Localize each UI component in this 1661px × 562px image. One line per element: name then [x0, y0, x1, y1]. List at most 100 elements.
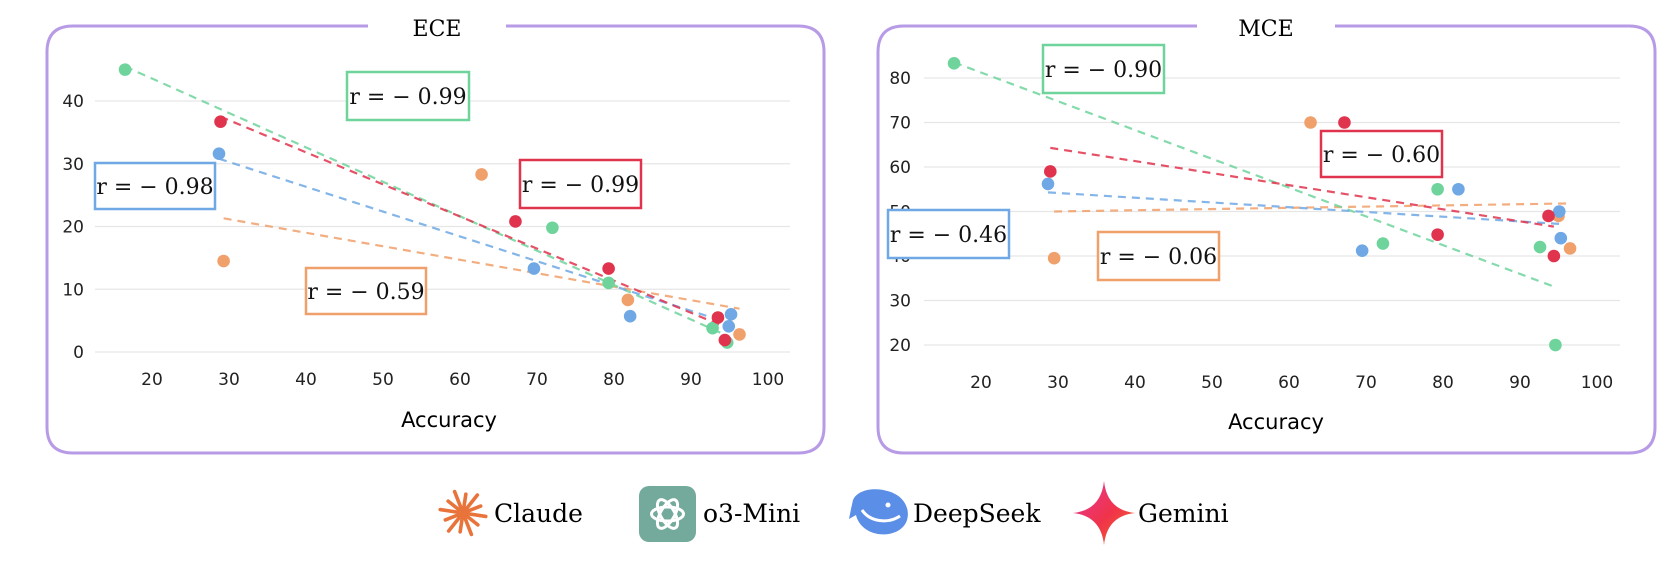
ece-fit-line-o3-mini: [124, 65, 728, 337]
mce-point-deepseek: [1554, 231, 1568, 245]
ece-y-tick-label: 20: [62, 218, 84, 238]
ece-r-box-o3-mini: r = − 0.99: [345, 70, 471, 122]
mce-point-o3-mini: [947, 57, 961, 70]
mce-x-tick-label: 50: [1201, 373, 1223, 393]
mce-point-deepseek: [1355, 244, 1369, 257]
mce-panel-frame: [876, 24, 1657, 455]
mce-r-value-o3-mini: r = − 0.90: [1045, 58, 1162, 83]
mce-x-tick-label: 20: [970, 373, 992, 393]
mce-fit-line-deepseek: [1047, 191, 1561, 226]
ece-chart-title: ECE: [413, 17, 462, 42]
mce-y-tick-label: 70: [889, 114, 911, 134]
ece-point-deepseek: [724, 308, 738, 321]
mce-y-tick-label: 20: [889, 336, 911, 356]
ece-point-deepseek: [527, 262, 541, 275]
mce-fit-lines: [953, 61, 1567, 289]
mce-x-axis-label: Accuracy: [1228, 410, 1324, 434]
ece-point-claude: [733, 328, 746, 341]
ece-x-tick-label: 50: [372, 370, 394, 390]
ece-fit-line-claude: [223, 217, 740, 310]
mce-x-tick-label: 80: [1432, 373, 1454, 393]
mce-r-box-gemini: r = − 0.60: [1319, 129, 1444, 179]
ece-point-claude: [475, 168, 488, 181]
ece-x-tick-label: 80: [603, 370, 625, 390]
mce-point-gemini: [1542, 209, 1555, 223]
mce-r-value-deepseek: r = − 0.46: [890, 223, 1007, 248]
ece-point-deepseek: [212, 147, 226, 161]
legend-label-claude: Claude: [494, 499, 583, 528]
ece-point-claude: [217, 254, 230, 268]
ece-point-gemini: [509, 215, 522, 228]
ece-x-tick-label: 20: [141, 370, 163, 390]
mce-point-o3-mini: [1533, 240, 1547, 254]
ece-panel-frame: [45, 24, 826, 455]
mce-point-o3-mini: [1549, 338, 1562, 352]
ece-r-value-deepseek: r = − 0.98: [96, 175, 213, 200]
ece-r-value-o3-mini: r = − 0.99: [349, 85, 466, 110]
ece-point-gemini: [602, 262, 615, 275]
ece-point-claude: [621, 293, 635, 307]
ece-x-tick-label: 70: [526, 370, 548, 390]
ece-point-deepseek: [722, 319, 736, 333]
mce-point-deepseek: [1041, 177, 1055, 191]
ece-point-o3-mini: [602, 276, 615, 290]
ece-point-gemini: [718, 333, 732, 347]
mce-fit-line-o3-mini: [953, 61, 1556, 289]
mce-r-box-o3-mini: r = − 0.90: [1041, 43, 1166, 95]
ece-points: [118, 63, 746, 349]
mce-fit-line-gemini: [1050, 146, 1555, 228]
mce-chart-title: MCE: [1238, 17, 1293, 42]
mce-x-tick-label: 70: [1355, 373, 1377, 393]
ece-x-tick-label: 40: [295, 370, 317, 390]
legend: Claude o3-Mini DeepSeek: [438, 481, 1229, 545]
mce-correlation-boxes: r = − 0.06 r = − 0.90 r = − 0.46 r = − 0.60: [886, 43, 1444, 282]
mce-point-gemini: [1044, 165, 1057, 178]
ece-y-tick-label: 40: [62, 92, 84, 112]
deepseek-whale-icon: [849, 489, 908, 535]
mce-x-tick-label: 90: [1509, 373, 1531, 393]
mce-x-tick-label: 60: [1278, 373, 1300, 393]
ece-point-deepseek: [623, 309, 637, 323]
mce-points: [947, 57, 1577, 352]
ece-point-o3-mini: [706, 321, 719, 335]
claude-starburst-icon: [438, 489, 488, 537]
mce-y-tick-label: 60: [889, 158, 911, 178]
ece-point-gemini: [711, 311, 725, 324]
mce-y-tick-label: 80: [889, 69, 911, 89]
openai-knot-icon: [639, 486, 696, 542]
mce-point-deepseek: [1552, 205, 1566, 218]
ece-r-box-claude: r = − 0.59: [304, 266, 428, 316]
legend-label-o3-mini: o3-Mini: [703, 499, 800, 528]
gemini-sparkle-icon: [1073, 481, 1135, 545]
ece-x-tick-label: 30: [218, 370, 240, 390]
ece-fit-lines: [124, 65, 740, 337]
mce-x-tick-label: 100: [1581, 373, 1613, 393]
mce-r-value-gemini: r = − 0.60: [1323, 143, 1440, 168]
ece-r-value-claude: r = − 0.59: [307, 280, 424, 305]
mce-point-gemini: [1431, 228, 1444, 241]
mce-x-tick-label: 40: [1124, 373, 1146, 393]
legend-label-deepseek: DeepSeek: [913, 499, 1041, 528]
mce-point-o3-mini: [1376, 237, 1390, 250]
ece-grid: [95, 100, 790, 353]
ece-point-o3-mini: [546, 221, 559, 235]
mce-point-deepseek: [1452, 182, 1465, 196]
mce-point-gemini: [1547, 249, 1561, 263]
ece-x-tick-label: 60: [449, 370, 471, 390]
ece-point-o3-mini: [118, 63, 132, 76]
ece-y-tick-label: 10: [62, 280, 84, 300]
ece-y-tick-label: 30: [62, 155, 84, 175]
mce-point-o3-mini: [1431, 182, 1444, 196]
mce-r-box-claude: r = − 0.06: [1096, 230, 1221, 282]
ece-point-gemini: [214, 115, 227, 129]
mce-point-claude: [1563, 242, 1577, 255]
mce-point-claude: [1047, 251, 1061, 265]
ece-r-box-deepseek: r = − 0.98: [93, 161, 217, 211]
